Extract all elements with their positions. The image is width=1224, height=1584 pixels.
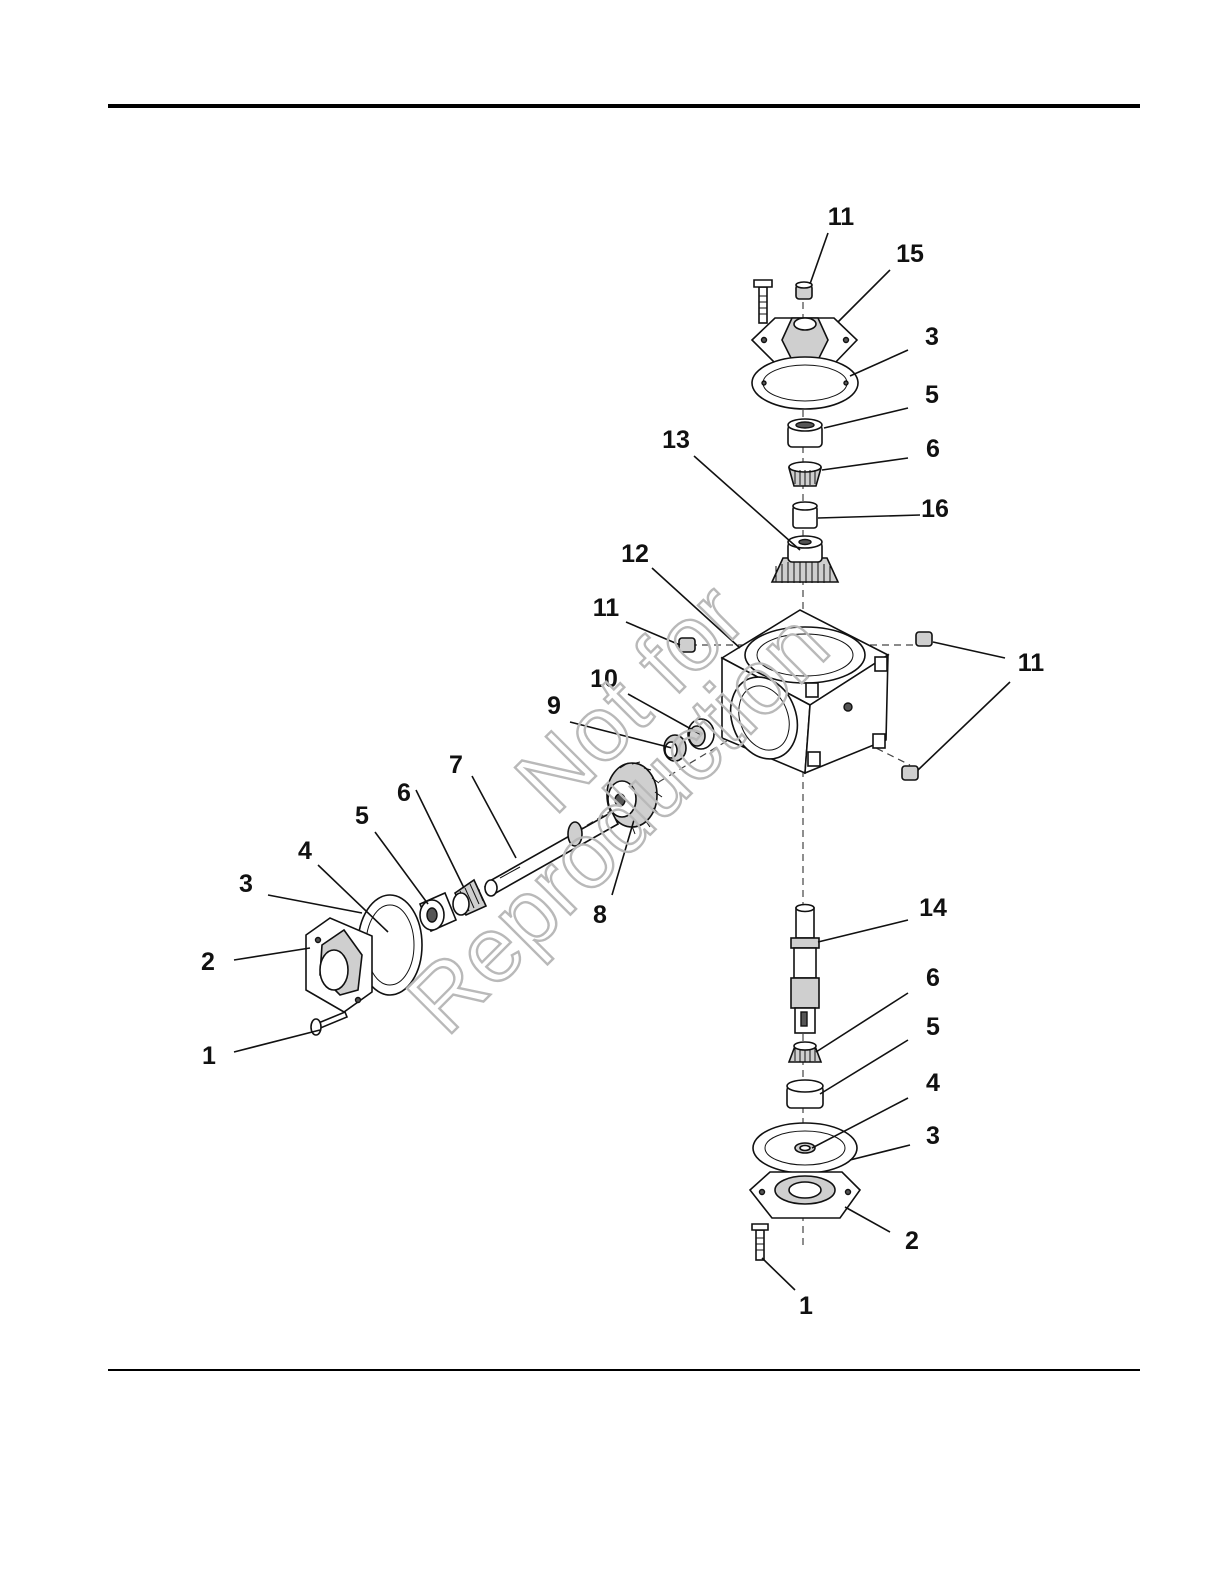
top-bearing-cup	[788, 419, 822, 447]
bottom-gasket	[753, 1123, 857, 1173]
top-spacer	[793, 502, 817, 528]
callout-5-top: 5	[925, 381, 939, 409]
top-bevel-gear	[772, 536, 838, 583]
callout-11-left-plug: 11	[593, 594, 620, 622]
callout-3-top: 3	[925, 323, 939, 351]
callout-6-top: 6	[926, 435, 940, 463]
callout-16: 16	[921, 495, 949, 523]
right-plug-upper	[916, 632, 932, 646]
left-bearing-cap	[306, 918, 372, 1012]
top-gasket	[752, 357, 858, 409]
bottom-bearing-cap	[750, 1172, 860, 1218]
callout-5-bottom: 5	[926, 1013, 940, 1041]
callout-15: 15	[896, 240, 924, 268]
callout-14: 14	[919, 894, 947, 922]
callout-12: 12	[621, 540, 649, 568]
callout-7: 7	[449, 751, 463, 779]
callout-5-left: 5	[355, 802, 369, 830]
top-plug	[796, 282, 812, 299]
callout-3-bottom: 3	[926, 1122, 940, 1150]
right-plug-lower	[902, 766, 918, 780]
bottom-bearing-cup	[787, 1080, 823, 1108]
top-bearing-cone	[789, 462, 821, 486]
callout-1-left: 1	[202, 1042, 216, 1070]
callout-3-left: 3	[239, 870, 253, 898]
bottom-bolt	[752, 1224, 768, 1260]
callout-2-left: 2	[201, 948, 215, 976]
callout-13: 13	[662, 426, 690, 454]
output-shaft	[791, 905, 819, 1034]
callout-2-bottom: 2	[905, 1227, 919, 1255]
callout-1-bottom: 1	[799, 1292, 813, 1320]
callout-6-left: 6	[397, 779, 411, 807]
watermark: Not for Reproduction	[389, 564, 848, 1052]
top-bolt	[754, 280, 772, 323]
callout-4-left: 4	[298, 837, 312, 865]
callout-11-right-plugs: 11	[1018, 649, 1045, 677]
callout-4-bottom: 4	[926, 1069, 940, 1097]
callout-11-top-plug: 11	[828, 203, 855, 231]
callout-6-bottom: 6	[926, 964, 940, 992]
